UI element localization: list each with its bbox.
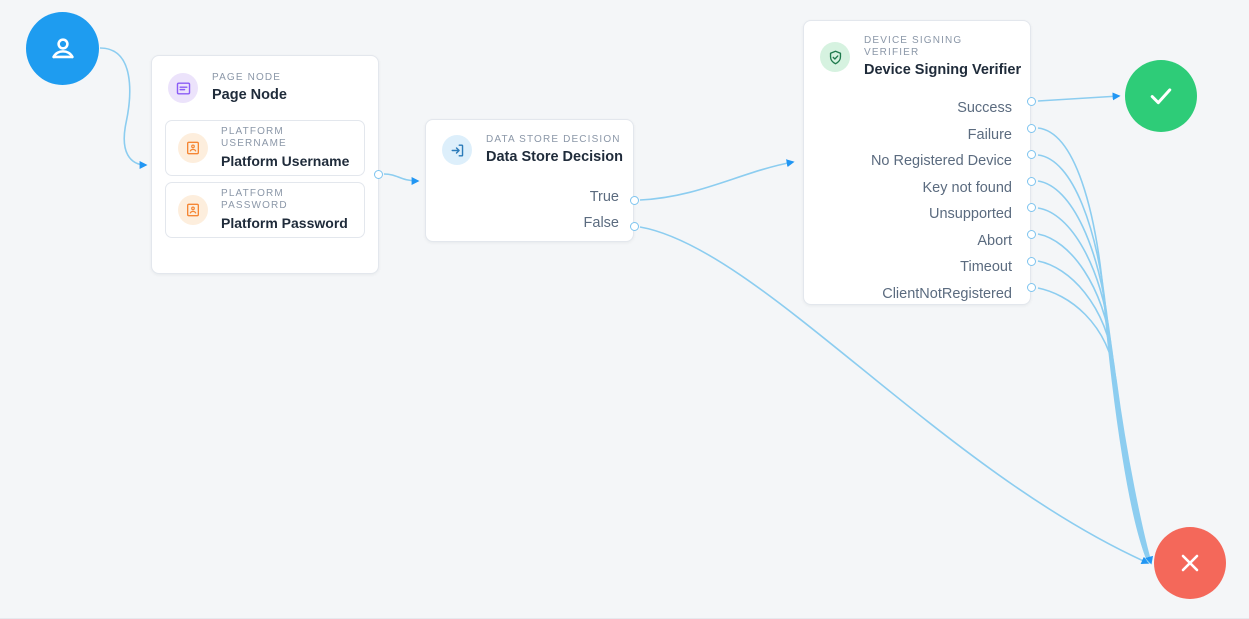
page-node-title: Page Node xyxy=(212,87,287,103)
page-form-icon xyxy=(168,73,198,103)
dsv-title: Device Signing Verifier xyxy=(864,62,1022,78)
login-arrow-icon xyxy=(442,135,472,165)
dsv-output-abort[interactable]: Abort xyxy=(977,232,1012,249)
edge-page-to-dsd xyxy=(383,173,420,185)
port-dsv-unsupported[interactable] xyxy=(1027,203,1036,212)
page-node[interactable]: PAGE NODE Page Node PLATFORM USERNAME Pl… xyxy=(151,55,379,274)
dsv-output-key-not-found[interactable]: Key not found xyxy=(922,179,1013,196)
edge-abort-out xyxy=(1037,233,1151,564)
dsd-header: DATA STORE DECISION Data Store Decision xyxy=(426,120,633,178)
port-dsv-key-not-found[interactable] xyxy=(1027,177,1036,186)
edge-unsupported-out xyxy=(1037,207,1150,564)
port-dsv-abort[interactable] xyxy=(1027,230,1036,239)
dsv-output-unsupported[interactable]: Unsupported xyxy=(928,206,1012,223)
dsd-kicker: DATA STORE DECISION xyxy=(486,134,621,145)
edge-timeout-out xyxy=(1037,260,1151,564)
data-store-decision-node[interactable]: DATA STORE DECISION Data Store Decision … xyxy=(425,119,634,242)
edge-failure-out xyxy=(1037,127,1149,562)
check-icon xyxy=(1150,88,1172,105)
field-password-kicker: PLATFORM PASSWORD xyxy=(221,188,288,211)
port-dsv-success[interactable] xyxy=(1027,97,1036,106)
success-node[interactable] xyxy=(1125,60,1197,132)
field-username-title: Platform Username xyxy=(221,153,350,169)
dsd-outputs: True False xyxy=(426,178,633,244)
edge-clientnotregistered-out xyxy=(1037,287,1154,565)
dsv-header: DEVICE SIGNING VERIFIER Device Signing V… xyxy=(804,21,1030,91)
field-platform-username[interactable]: PLATFORM USERNAME Platform Username xyxy=(165,120,365,176)
edge-noregistered-out xyxy=(1037,154,1149,563)
field-password-title: Platform Password xyxy=(221,215,348,231)
edge-success-to-success-node xyxy=(1037,92,1121,102)
dsv-kicker: DEVICE SIGNING VERIFIER xyxy=(864,35,963,58)
field-platform-password[interactable]: PLATFORM PASSWORD Platform Password xyxy=(165,182,365,238)
dsv-output-no-registered-device[interactable]: No Registered Device xyxy=(870,153,1012,170)
page-node-kicker: PAGE NODE xyxy=(212,72,282,83)
edge-start-to-page xyxy=(99,47,148,169)
port-dsv-timeout[interactable] xyxy=(1027,257,1036,266)
start-node[interactable] xyxy=(26,12,99,85)
dsv-output-client-not-registered[interactable]: ClientNotRegistered xyxy=(882,285,1012,302)
edge-true-to-dsv xyxy=(639,159,795,201)
edge-keynotfound-out xyxy=(1037,180,1150,563)
port-dsd-false[interactable] xyxy=(630,222,639,231)
close-x-icon xyxy=(1181,554,1199,572)
dsd-output-true[interactable]: True xyxy=(589,189,619,205)
shield-check-icon xyxy=(820,42,850,72)
port-dsv-no-registered-device[interactable] xyxy=(1027,150,1036,159)
user-icon xyxy=(51,37,74,58)
dsv-outputs: Success Failure No Registered Device Key… xyxy=(804,91,1030,317)
id-badge-icon xyxy=(178,133,208,163)
port-dsv-failure[interactable] xyxy=(1027,124,1036,133)
failure-node[interactable] xyxy=(1154,527,1226,599)
device-signing-verifier-node[interactable]: DEVICE SIGNING VERIFIER Device Signing V… xyxy=(803,20,1031,305)
port-page-node-out[interactable] xyxy=(374,170,383,179)
dsd-title: Data Store Decision xyxy=(486,149,623,165)
id-badge-icon xyxy=(178,195,208,225)
port-dsd-true[interactable] xyxy=(630,196,639,205)
dsd-output-false[interactable]: False xyxy=(583,215,619,231)
page-node-header: PAGE NODE Page Node xyxy=(152,56,378,114)
dsv-output-failure[interactable]: Failure xyxy=(967,126,1012,143)
port-dsv-client-not-registered[interactable] xyxy=(1027,283,1036,292)
dsv-output-timeout[interactable]: Timeout xyxy=(960,259,1012,276)
dsv-output-success[interactable]: Success xyxy=(957,100,1012,117)
field-username-kicker: PLATFORM USERNAME xyxy=(221,126,287,149)
